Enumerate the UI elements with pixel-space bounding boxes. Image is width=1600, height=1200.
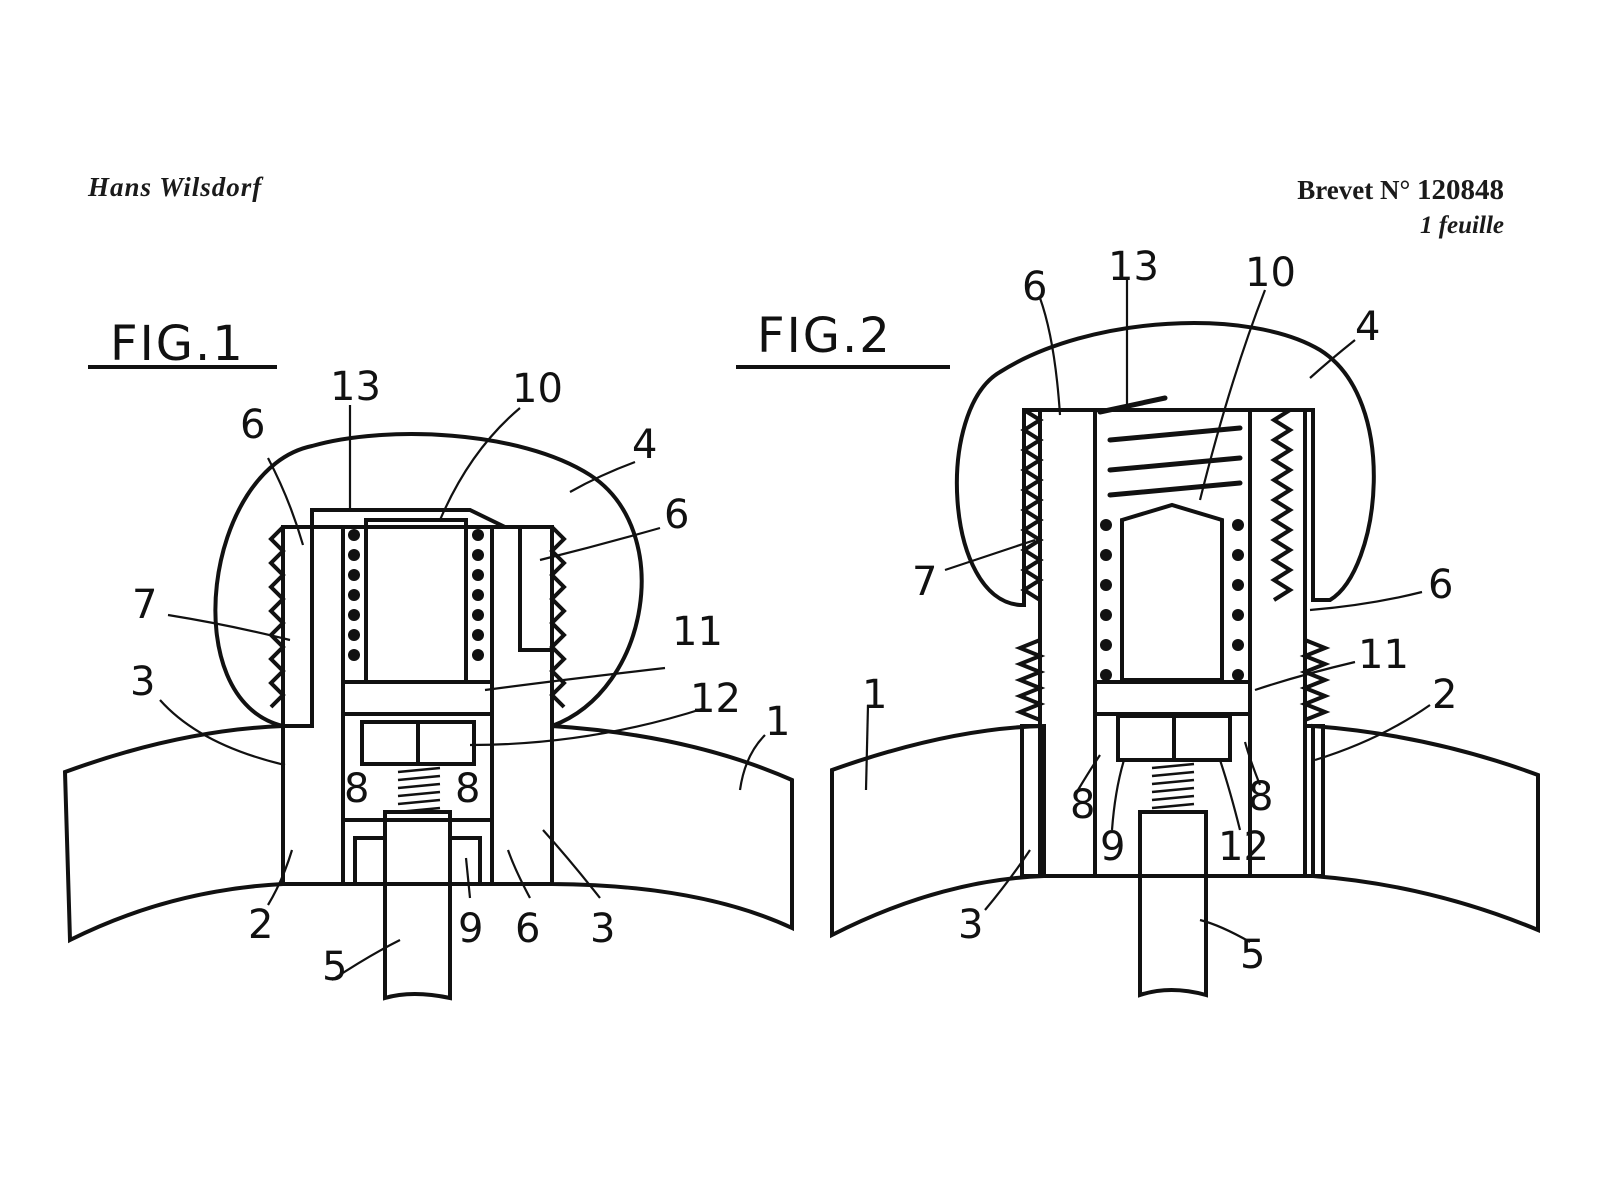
fig2-label-2: 2 — [1432, 672, 1457, 718]
fig2-label-9: 9 — [1100, 824, 1125, 870]
fig1-label-12: 12 — [690, 676, 741, 722]
fig1-threads-right — [549, 525, 567, 709]
fig1-label-8b: 8 — [455, 766, 480, 812]
fig2-label-5: 5 — [1240, 932, 1265, 978]
fig1-label-5: 5 — [322, 944, 347, 990]
patent-number-value: 120848 — [1417, 174, 1504, 206]
fig2-label-6: 6 — [1022, 264, 1047, 310]
sheet-count: 1 feuille — [1419, 212, 1504, 239]
fig2-spring — [1097, 395, 1243, 498]
patent-prefix: Brevet N° — [1297, 175, 1411, 205]
fig2-shaft-thread — [1151, 762, 1195, 810]
patent-number: Brevet N° 120848 — [1297, 174, 1504, 207]
fig1-label-7: 7 — [132, 582, 157, 628]
fig1-label-1: 1 — [765, 699, 790, 745]
fig2-stem — [1120, 502, 1224, 682]
fig2-case-tube-right — [1303, 724, 1325, 878]
fig1-seal-right — [416, 720, 476, 766]
fig1-label-9: 9 — [458, 906, 483, 952]
fig2-crown — [955, 321, 1376, 607]
fig2-shaft — [1138, 810, 1208, 998]
fig2-label-11: 11 — [1358, 632, 1409, 678]
fig2-seal-right — [1172, 714, 1232, 762]
fig1-spring — [348, 529, 484, 661]
fig1-threads-left — [268, 525, 286, 709]
fig1-label-3: 3 — [130, 659, 155, 705]
fig1-label-3b: 3 — [590, 906, 615, 952]
fig2-case-tube-left — [1020, 724, 1042, 878]
fig1-shaft — [383, 810, 452, 1001]
fig1-label-10: 10 — [512, 366, 563, 412]
fig2-crown-threads-left — [1020, 408, 1044, 602]
fig2-label-12: 12 — [1218, 824, 1269, 870]
fig1-label-2: 2 — [248, 902, 273, 948]
fig1-label-6: 6 — [240, 402, 265, 448]
fig2-title: FIG.2 — [757, 308, 892, 364]
fig1-seal-left — [360, 720, 420, 766]
fig1-leaders — [159, 405, 766, 981]
fig1-label-4: 4 — [632, 422, 657, 468]
inventor-name: Hans Wilsdorf — [88, 172, 263, 202]
fig2-seal-left — [1116, 714, 1176, 762]
fig1-title: FIG.1 — [110, 316, 245, 372]
fig2-label-13: 13 — [1108, 244, 1159, 290]
fig1-gasket-right — [448, 836, 482, 886]
fig2-label-1: 1 — [862, 672, 887, 718]
fig2-case-threads-right — [1299, 638, 1331, 722]
fig1-label-8a: 8 — [344, 766, 369, 812]
fig2-leaders — [864, 280, 1431, 943]
fig1-tube-base — [341, 818, 494, 886]
fig2-label-3: 3 — [958, 902, 983, 948]
fig2-cavity — [1093, 408, 1252, 878]
fig1-crown — [213, 432, 644, 729]
fig2-crown-threads-right — [1270, 408, 1294, 602]
fig2-label-10: 10 — [1245, 250, 1296, 296]
fig1-label-11: 11 — [672, 609, 723, 655]
fig2-case-threads-left — [1014, 638, 1046, 722]
figure-1: FIG.1 — [62, 316, 794, 1001]
fig2-washer — [1093, 680, 1252, 716]
fig1-label-6c: 6 — [515, 906, 540, 952]
fig2-label-8b: 8 — [1248, 774, 1273, 820]
fig1-washer — [341, 680, 494, 716]
fig2-case — [830, 723, 1046, 939]
fig2-label-4: 4 — [1355, 304, 1380, 350]
fig1-shaft-thread — [397, 766, 441, 814]
fig1-case-right — [550, 723, 794, 932]
fig2-label-6b: 6 — [1428, 562, 1453, 608]
fig1-label-13: 13 — [330, 364, 381, 410]
fig1-label-6b: 6 — [664, 492, 689, 538]
fig2-case-right — [1311, 723, 1540, 933]
fig1-stem — [364, 518, 468, 684]
fig1-cavity — [341, 525, 494, 822]
fig1-gasket-left — [353, 836, 387, 886]
figure-2: FIG.2 — [736, 244, 1540, 998]
fig2-label-7: 7 — [912, 559, 937, 605]
fig2-spring-coils — [1100, 519, 1244, 681]
fig2-label-8a: 8 — [1070, 782, 1095, 828]
